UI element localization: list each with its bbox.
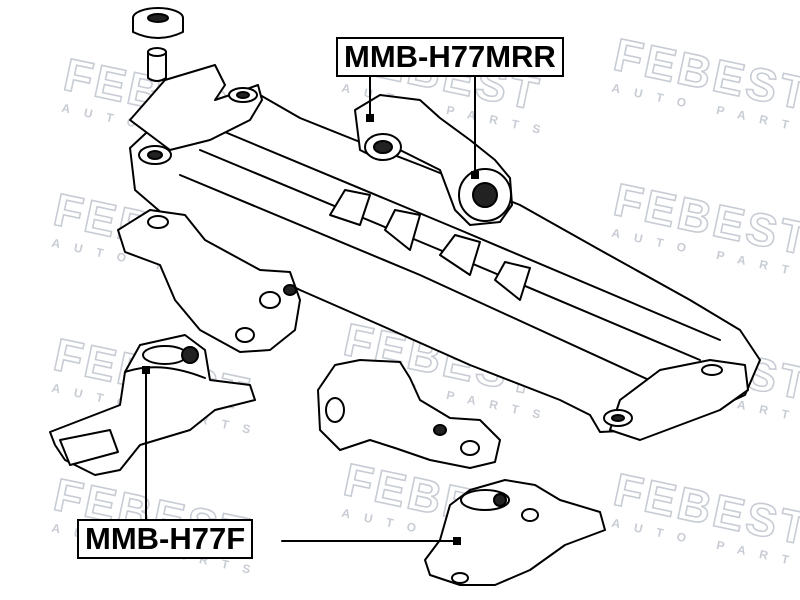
rear-mount-part [354, 94, 513, 226]
lower-mount-part [424, 479, 606, 586]
marker-rear-1 [366, 114, 374, 122]
bushing-part [132, 7, 184, 39]
marker-front-2 [453, 537, 461, 545]
part-number-front-mount: MMB-H77F [77, 519, 254, 559]
leader-lines [145, 73, 476, 542]
part-number-rear-mount: MMB-H77MRR [336, 37, 564, 77]
left-bracket-part [117, 209, 301, 353]
front-mount-part [49, 334, 256, 476]
crossmember-frame [129, 64, 761, 441]
middle-bracket-part [317, 359, 501, 469]
marker-front-1 [142, 366, 150, 374]
leader-markers [142, 114, 479, 545]
sleeve-part [147, 47, 167, 82]
marker-rear-2 [471, 171, 479, 179]
